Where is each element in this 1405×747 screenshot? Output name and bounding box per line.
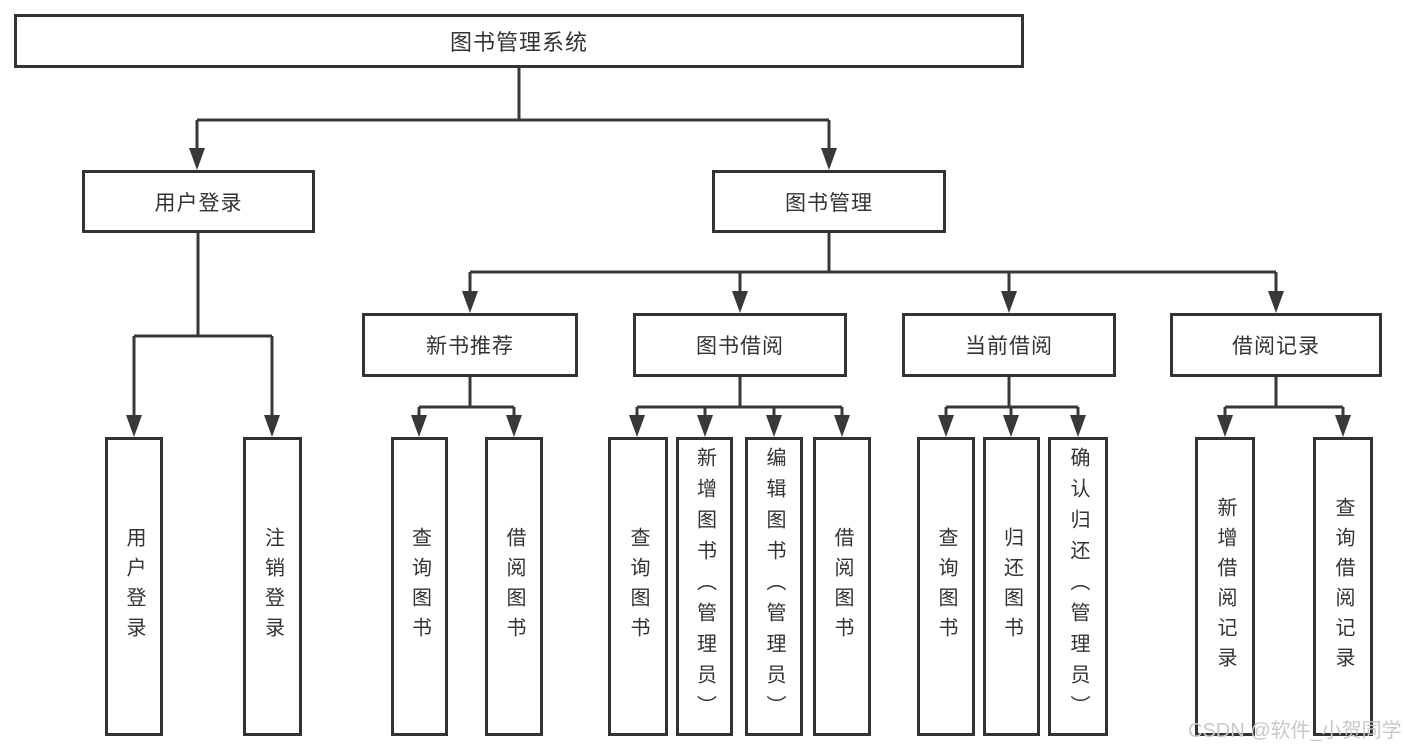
leaf-return-books-label: 归还图书 bbox=[1000, 526, 1023, 647]
leaf-confirm-return-admin-label: 确认归还（管理员） bbox=[1067, 447, 1089, 726]
leaf-query-books-recommend-label: 查询图书 bbox=[408, 526, 431, 647]
node-library-system: 图书管理系统 bbox=[14, 14, 1024, 68]
node-new-book-recommend: 新书推荐 bbox=[362, 313, 578, 377]
leaf-borrow-books-recommend-label: 借阅图书 bbox=[503, 526, 525, 647]
leaf-borrow-books: 借阅图书 bbox=[813, 437, 871, 736]
leaf-logout: 注销登录 bbox=[243, 437, 302, 736]
csdn-watermark: CSDN @软件_小贺同学 bbox=[1188, 720, 1402, 742]
node-book-borrow: 图书借阅 bbox=[633, 313, 847, 377]
leaf-user-login-label: 用户登录 bbox=[123, 526, 145, 647]
leaf-query-books-borrow-label: 查询图书 bbox=[627, 526, 649, 647]
leaf-add-books-admin-label: 新增图书（管理员） bbox=[693, 447, 716, 726]
leaf-query-books-current: 查询图书 bbox=[917, 437, 975, 736]
leaf-query-books-recommend: 查询图书 bbox=[391, 437, 448, 736]
leaf-confirm-return-admin: 确认归还（管理员） bbox=[1048, 437, 1108, 736]
leaf-query-borrow-record: 查询借阅记录 bbox=[1313, 437, 1373, 736]
node-borrow-records: 借阅记录 bbox=[1170, 313, 1382, 377]
leaf-borrow-books-label: 借阅图书 bbox=[831, 526, 853, 647]
leaf-add-borrow-record: 新增借阅记录 bbox=[1195, 437, 1255, 736]
leaf-add-borrow-record-label: 新增借阅记录 bbox=[1214, 496, 1236, 677]
node-user-login: 用户登录 bbox=[82, 170, 315, 233]
leaf-edit-books-admin-label: 编辑图书（管理员） bbox=[763, 447, 785, 726]
leaf-logout-label: 注销登录 bbox=[261, 526, 284, 647]
leaf-user-login: 用户登录 bbox=[105, 437, 163, 736]
leaf-query-books-current-label: 查询图书 bbox=[935, 526, 957, 647]
leaf-return-books: 归还图书 bbox=[983, 437, 1040, 736]
leaf-borrow-books-recommend: 借阅图书 bbox=[485, 437, 543, 736]
node-current-borrow: 当前借阅 bbox=[902, 313, 1116, 377]
leaf-query-books-borrow: 查询图书 bbox=[608, 437, 668, 736]
leaf-add-books-admin: 新增图书（管理员） bbox=[676, 437, 733, 736]
node-book-management: 图书管理 bbox=[712, 170, 946, 233]
leaf-edit-books-admin: 编辑图书（管理员） bbox=[745, 437, 803, 736]
leaf-query-borrow-record-label: 查询借阅记录 bbox=[1332, 496, 1354, 677]
